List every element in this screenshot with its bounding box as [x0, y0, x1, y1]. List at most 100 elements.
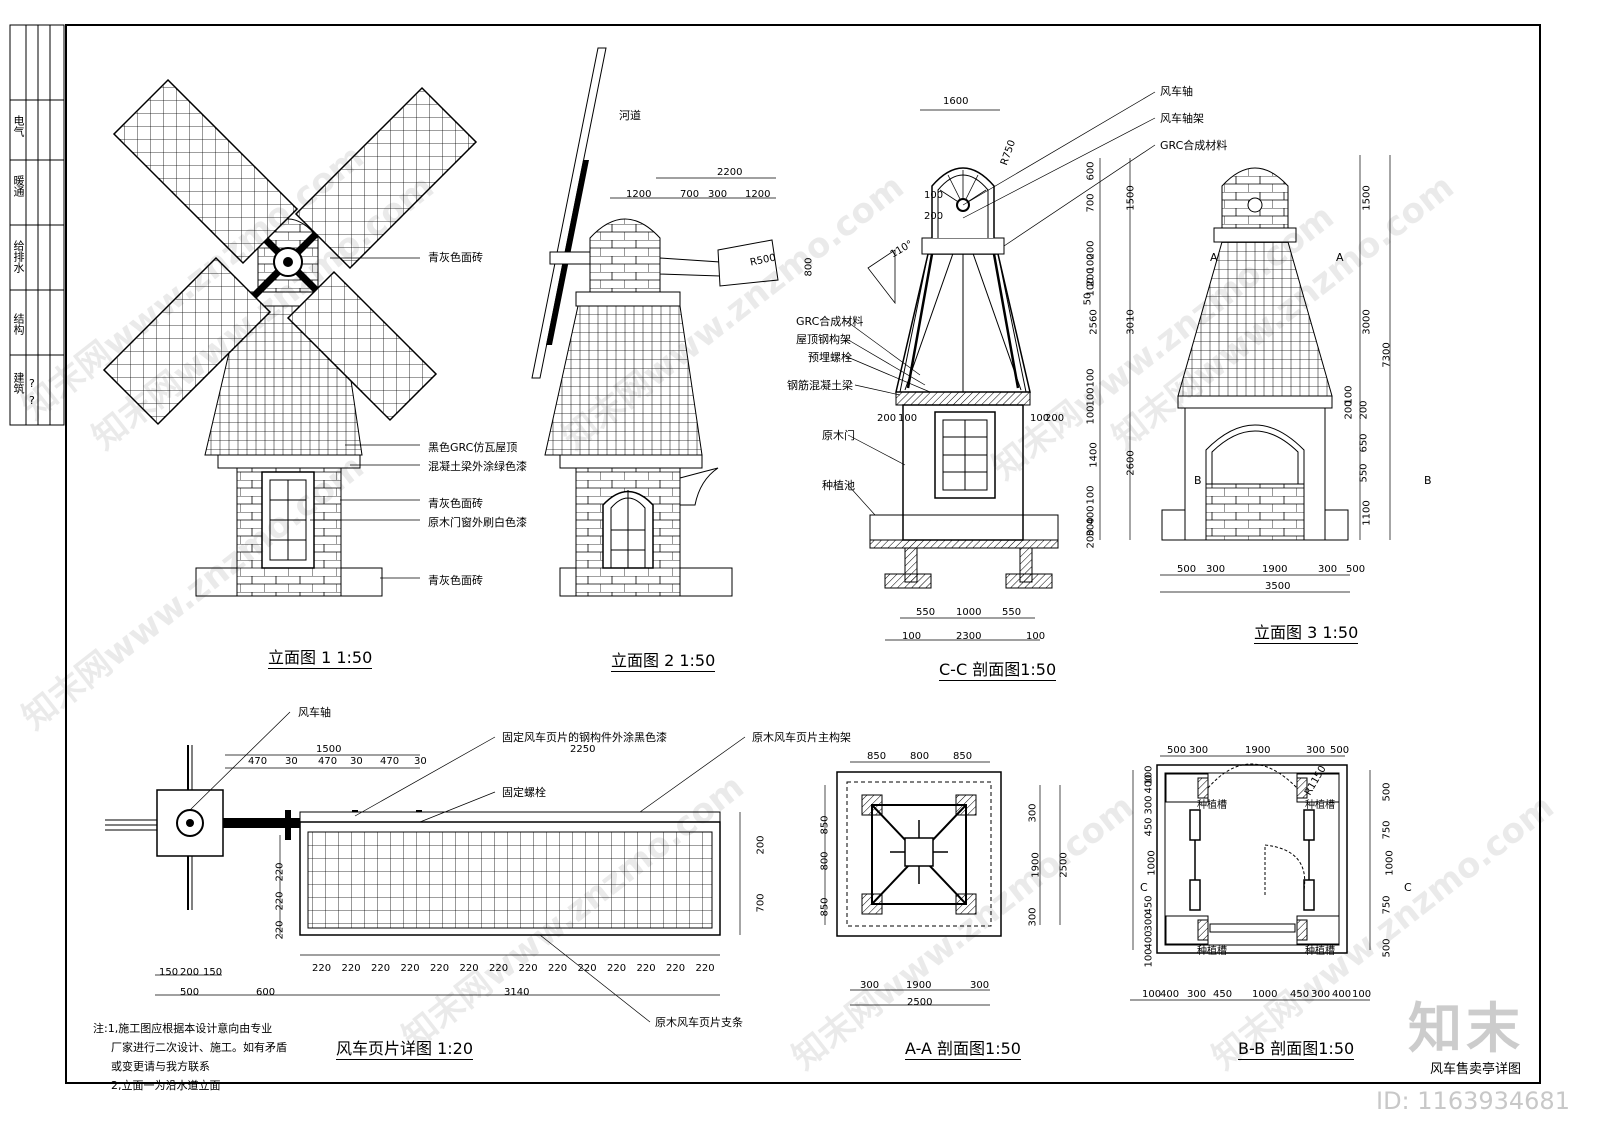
- cc-dim: 100: [898, 413, 918, 424]
- cc-dim: 200: [924, 211, 944, 222]
- title-block-label-1: 建筑: [12, 372, 25, 394]
- blade-cells-item: 220: [518, 963, 538, 974]
- leader-line: [539, 934, 651, 1023]
- section-bb: [1156, 763, 1348, 954]
- drawing-title: 风车售卖亭详图: [1430, 1062, 1522, 1077]
- stamp-mark-1: ?: [29, 377, 35, 390]
- cc-right-inner-item: 700: [1085, 193, 1097, 213]
- title-block-label-4: 暖通: [12, 175, 25, 197]
- bb-planter-label: 种植槽: [1197, 800, 1227, 811]
- e3-dim-bottom: 300: [1206, 564, 1226, 575]
- elev2-dim: 700: [680, 189, 700, 200]
- elev2-dim: 1200: [626, 189, 652, 200]
- blade-dim-bl: 150: [159, 967, 179, 978]
- bb-section-mark: C: [1404, 881, 1412, 894]
- aa-dim: 2500: [907, 997, 933, 1008]
- cc-label-grc: GRC合成材料: [1160, 139, 1228, 152]
- blade-dim: 1500: [316, 744, 342, 755]
- leader-line: [844, 337, 926, 386]
- aa-dim: 1900: [906, 980, 932, 991]
- blade-dim-top: 470: [318, 756, 338, 767]
- bb-dim: 1000: [1146, 850, 1158, 876]
- elevation-2: [531, 47, 779, 597]
- bb-planter-label: 种植槽: [1305, 800, 1335, 811]
- leader-line: [962, 91, 1156, 206]
- elev2-dim-overall: 2200: [717, 167, 743, 178]
- bb-dim: 300: [1189, 745, 1209, 756]
- elevation-2-title: 立面图 2 1:50: [611, 651, 716, 672]
- e3-right-item: 200: [1358, 400, 1370, 420]
- bb-dim: 100: [1143, 948, 1155, 968]
- blade-dim-bl: 500: [180, 987, 200, 998]
- blade-label-main-frame: 原木风车页片主构架: [752, 731, 851, 744]
- elev1-label-brick-top: 青灰色面砖: [428, 251, 483, 264]
- bb-dim: 300: [1143, 912, 1155, 932]
- elev2-dim: 300: [708, 189, 728, 200]
- leader-line: [962, 117, 1156, 219]
- cc-dim-bottom: 1000: [956, 607, 982, 618]
- blade-dim-left: 220: [274, 862, 286, 882]
- leader-line: [419, 791, 496, 823]
- blade-label-steel: 固定风车页片的钢构件外涂黑色漆: [502, 731, 667, 744]
- bb-dim: 300: [1143, 795, 1155, 815]
- bb-planter-label: 种植槽: [1305, 946, 1335, 957]
- leader-line: [847, 484, 876, 516]
- cc-label-grc-left: GRC合成材料: [796, 315, 864, 328]
- bb-dim: 100: [1352, 989, 1372, 1000]
- aa-dim: 850: [867, 751, 887, 762]
- elev2-label-river: 河道: [619, 109, 641, 122]
- blade-cells-item: 220: [341, 963, 361, 974]
- e3-dim-bottom: 3500: [1265, 581, 1291, 592]
- elevation-3-title: 立面图 3 1:50: [1254, 623, 1359, 644]
- blade-label-bolt: 固定螺栓: [502, 786, 546, 799]
- bb-dim: 300: [1306, 745, 1326, 756]
- cc-dim-bottom: 550: [916, 607, 936, 618]
- elevation-1-title: 立面图 1 1:50: [268, 648, 373, 669]
- bb-dim: 1900: [1245, 745, 1271, 756]
- blade-cells-item: 220: [607, 963, 627, 974]
- cc-dim: 200: [1045, 413, 1065, 424]
- bb-dim: 450: [1143, 817, 1155, 837]
- bb-dim: 500: [1330, 745, 1350, 756]
- blade-dim-top: 30: [285, 756, 298, 767]
- elevation-3: [1161, 167, 1349, 541]
- cc-right-inner-item: 200: [1085, 529, 1097, 549]
- bb-dim: 100: [1142, 989, 1162, 1000]
- cc-dim: 100: [1030, 413, 1050, 424]
- e3-right-item: 100: [1343, 385, 1355, 405]
- drawing-border: [65, 24, 1541, 1084]
- note-line-2: 厂家进行二次设计、施工。如有矛盾: [111, 1041, 287, 1054]
- blade-dim-top: 30: [350, 756, 363, 767]
- blade-label-shaft: 风车轴: [298, 706, 331, 719]
- blade-dim-right: 200: [755, 835, 767, 855]
- elev1-label-roof: 黑色GRC仿瓦屋顶: [428, 441, 518, 454]
- image-id: ID: 1163934681: [1376, 1087, 1570, 1115]
- note-line-4: 2,立面一为沿水道立面: [111, 1079, 221, 1092]
- cc-right-inner-item: 2560: [1088, 309, 1100, 335]
- aa-dim: 850: [819, 897, 831, 917]
- e3-right-item: 650: [1358, 433, 1370, 453]
- bb-dim: 1000: [1252, 989, 1278, 1000]
- leader-line: [189, 711, 291, 811]
- blade-cells-item: 220: [636, 963, 656, 974]
- e3-dim-bottom: 1900: [1262, 564, 1288, 575]
- aa-dim: 300: [970, 980, 990, 991]
- bb-dim: 400: [1160, 989, 1180, 1000]
- znzmo-logo: 知末: [1408, 997, 1524, 1060]
- bb-dim: 450: [1213, 989, 1233, 1000]
- blade-cells-item: 220: [489, 963, 509, 974]
- aa-dim: 300: [860, 980, 880, 991]
- blade-dim-bl: 600: [256, 987, 276, 998]
- e3-section-mark: B: [1194, 474, 1202, 487]
- blade-label-slat: 原木风车页片支条: [655, 1016, 743, 1029]
- e3-dim-bottom: 300: [1318, 564, 1338, 575]
- blade-dim: 2250: [570, 744, 596, 755]
- blade-cells-item: 220: [577, 963, 597, 974]
- cc-label-door: 原木门: [822, 429, 855, 442]
- aa-dim: 300: [1027, 907, 1039, 927]
- cc-label-planter: 种植池: [822, 479, 855, 492]
- blade-cells-item: 220: [312, 963, 332, 974]
- leader-line: [847, 434, 906, 466]
- blade-dim-left: 220: [274, 920, 286, 940]
- blade-cells-item: 220: [548, 963, 568, 974]
